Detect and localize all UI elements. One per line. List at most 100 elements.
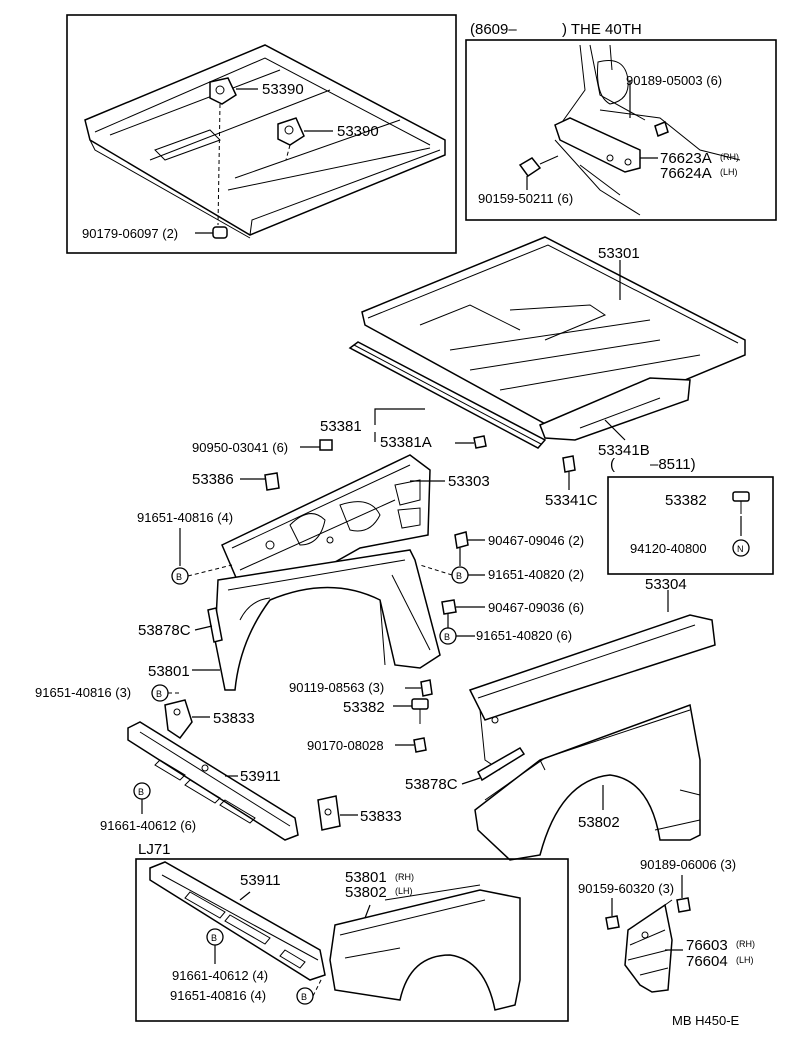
screw-90159-50211 bbox=[518, 157, 542, 178]
label-91651-40820-a: 91651-40820 (2) bbox=[488, 567, 584, 582]
bolt-symbol-b: B bbox=[456, 571, 462, 581]
stopper-53341c bbox=[562, 455, 576, 473]
clip-53386 bbox=[264, 472, 280, 491]
fender-liner-53802 bbox=[474, 703, 701, 861]
clip-90950-03041 bbox=[319, 439, 333, 451]
label-53381: 53381 bbox=[320, 418, 362, 435]
valance-panel-53911 bbox=[127, 721, 299, 841]
label-53801-lj71-side: (RH) bbox=[395, 872, 414, 882]
bracket-53833-a bbox=[164, 699, 193, 740]
label-90159-60320: 90159-60320 (3) bbox=[578, 881, 674, 896]
nut-90170-08028 bbox=[413, 737, 427, 753]
label-53301: 53301 bbox=[598, 245, 640, 262]
bolt-53382 bbox=[411, 698, 429, 724]
nut-90467-09036 bbox=[441, 599, 457, 615]
hood-rear-stiffener bbox=[539, 377, 691, 441]
label-53341b: 53341B bbox=[598, 442, 650, 459]
bracket-53833-b bbox=[317, 795, 341, 831]
bolt-symbol-e: B bbox=[138, 787, 144, 797]
label-76623a-side: (RH) bbox=[720, 152, 739, 162]
label-90467-09046: 90467-09046 (2) bbox=[488, 533, 584, 548]
label-91651-40820-b: 91651-40820 (6) bbox=[476, 628, 572, 643]
40th-inset-drawing bbox=[518, 44, 741, 216]
hood-bumper-53390-b bbox=[277, 117, 305, 146]
nut-90467-09046 bbox=[454, 531, 469, 549]
label-90189-06006: 90189-06006 (3) bbox=[640, 857, 736, 872]
label-53878c-right: 53878C bbox=[405, 776, 458, 793]
hood-53301 bbox=[361, 236, 746, 441]
weatherstrip-53381 bbox=[348, 341, 547, 449]
label-53802-lj71: 53802 bbox=[345, 884, 387, 901]
label-53382: 53382 bbox=[343, 699, 385, 716]
nut-symbol: N bbox=[737, 544, 744, 554]
label-53911-lj71: 53911 bbox=[240, 872, 281, 889]
label-91661-40612-4: 91661-40612 (4) bbox=[172, 968, 268, 983]
bolt-symbol-g: B bbox=[301, 992, 307, 1002]
label-90159-50211: 90159-50211 (6) bbox=[478, 191, 573, 206]
label-91661-40612-6: 91661-40612 (6) bbox=[100, 818, 196, 833]
hood-bumper-53390-a bbox=[209, 77, 237, 105]
label-76624a: 76624A bbox=[660, 165, 712, 182]
nut-90189-06006 bbox=[676, 897, 691, 913]
nut-90189-05003 bbox=[654, 120, 669, 138]
label-53386: 53386 bbox=[192, 471, 234, 488]
bolt-symbol-f: B bbox=[211, 933, 217, 943]
valance-panel-53911-lj71 bbox=[149, 861, 326, 981]
label-53802: 53802 bbox=[578, 814, 620, 831]
label-53801: 53801 bbox=[148, 663, 190, 680]
label-90119-08563: 90119-08563 (3) bbox=[289, 680, 384, 695]
label-53833-a: 53833 bbox=[213, 710, 255, 727]
bolt-53382-box bbox=[732, 491, 750, 514]
label-53390-a: 53390 bbox=[262, 81, 304, 98]
inset-frame-8511 bbox=[607, 476, 774, 575]
label-76623a: 76623A bbox=[660, 150, 712, 167]
label-53801-lj71: 53801 bbox=[345, 869, 387, 886]
inset-header-code-8511: –8511) bbox=[650, 456, 696, 473]
label-91651-40816-3: 91651-40816 (3) bbox=[35, 685, 131, 700]
bolt-symbol-d: B bbox=[156, 689, 162, 699]
label-53341c: 53341C bbox=[545, 492, 598, 509]
label-53878c-left: 53878C bbox=[138, 622, 191, 639]
label-76603-side: (RH) bbox=[736, 939, 755, 949]
label-53303: 53303 bbox=[448, 473, 490, 490]
label-76624a-side: (LH) bbox=[720, 167, 738, 177]
fender-apron-53801 bbox=[214, 549, 441, 691]
inset-header-lj71: LJ71 bbox=[138, 841, 171, 858]
inset-header-code: (8609– bbox=[470, 21, 517, 38]
label-76604-side: (LH) bbox=[736, 955, 754, 965]
label-53381a: 53381A bbox=[380, 434, 432, 451]
inset-frame-hood-cushion bbox=[66, 14, 457, 254]
hood-inset-drawing bbox=[84, 44, 446, 239]
bolt-90119-08563 bbox=[420, 679, 433, 697]
label-90189-05003: 90189-05003 (6) bbox=[626, 73, 722, 88]
inset-header-model: ) THE 40TH bbox=[562, 21, 642, 38]
clip-53381a bbox=[473, 435, 487, 449]
label-53304: 53304 bbox=[645, 576, 687, 593]
label-53802-lj71-side: (LH) bbox=[395, 886, 413, 896]
label-76604: 76604 bbox=[686, 953, 728, 970]
label-94120-40800: 94120-40800 bbox=[630, 541, 707, 556]
cushion-90179 bbox=[212, 226, 228, 239]
inset-header-open: ( bbox=[610, 456, 615, 473]
bolt-symbol-a: B bbox=[176, 572, 182, 582]
label-53833-b: 53833 bbox=[360, 808, 402, 825]
label-90179-06097: 90179-06097 (2) bbox=[82, 226, 178, 241]
diagram-code: MB H450-E bbox=[672, 1013, 740, 1028]
label-53911: 53911 bbox=[240, 768, 281, 785]
mud-guard-76603 bbox=[624, 899, 673, 993]
label-91651-40816-lj71: 91651-40816 (4) bbox=[170, 988, 266, 1003]
inset-frame-40th bbox=[465, 39, 777, 221]
label-53390-b: 53390 bbox=[337, 123, 379, 140]
fender-53304 bbox=[468, 614, 716, 771]
label-53382-box: 53382 bbox=[665, 492, 707, 509]
nut-symbol-circle bbox=[732, 539, 750, 557]
bolt-symbol-c: B bbox=[444, 632, 450, 642]
label-90467-09036: 90467-09036 (6) bbox=[488, 600, 584, 615]
fender-53801-lj71 bbox=[329, 884, 521, 1011]
seal-53878c-right bbox=[477, 747, 526, 782]
bracket-76623a bbox=[554, 117, 641, 173]
label-91651-40816-top: 91651-40816 (4) bbox=[137, 510, 233, 525]
label-90170-08028: 90170-08028 bbox=[307, 738, 384, 753]
inset-frame-lj71 bbox=[135, 858, 569, 1022]
